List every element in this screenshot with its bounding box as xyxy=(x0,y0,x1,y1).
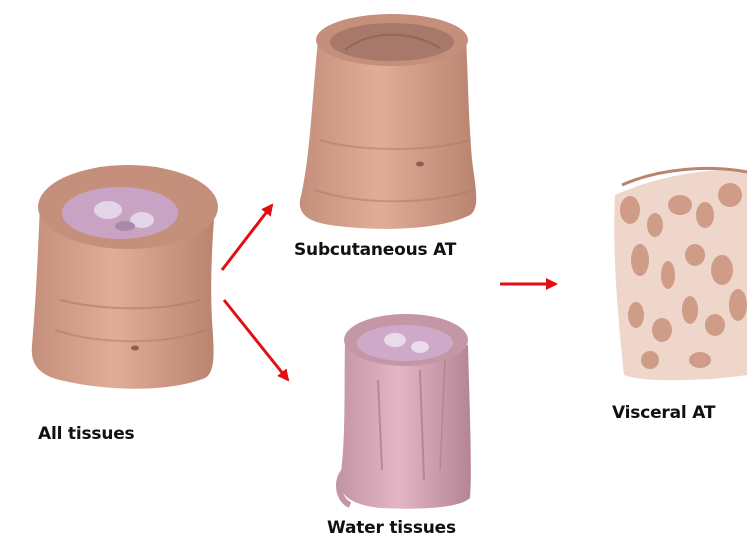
label-water-tissues: Water tissues xyxy=(327,518,456,538)
water-tissues-torso xyxy=(339,314,471,509)
subcutaneous-at-torso xyxy=(300,14,476,229)
label-all-tissues: All tissues xyxy=(38,424,134,444)
arrow-to-subcutaneous xyxy=(222,205,272,270)
label-visceral-at: Visceral AT xyxy=(612,403,715,423)
label-subcutaneous-at: Subcutaneous AT xyxy=(294,240,456,260)
visceral-at-torso xyxy=(614,168,747,380)
all-tissues-torso xyxy=(32,165,218,389)
arrow-to-water xyxy=(224,300,288,380)
